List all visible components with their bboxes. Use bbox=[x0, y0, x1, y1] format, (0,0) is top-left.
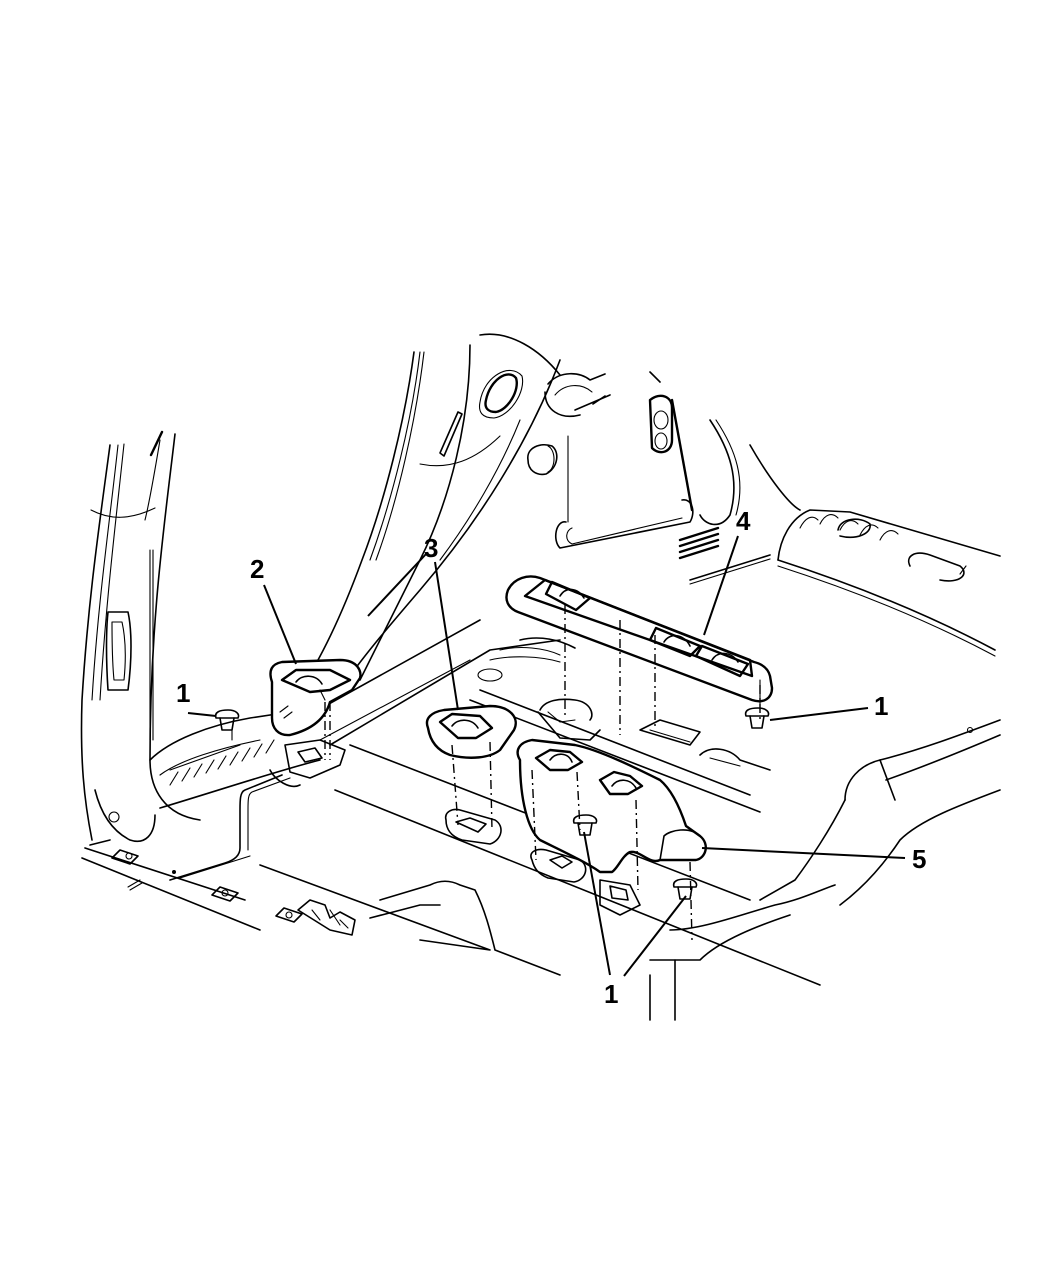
cargo-floor-right bbox=[749, 444, 1001, 657]
left-pillar bbox=[80, 430, 201, 842]
part-2-left-cover bbox=[269, 658, 362, 760]
clip-left bbox=[214, 709, 240, 741]
leader-5 bbox=[701, 847, 906, 859]
clip-right bbox=[744, 707, 770, 729]
leader-3 bbox=[434, 561, 459, 711]
left-floor-anchor bbox=[269, 739, 346, 788]
callout-5: 5 bbox=[912, 844, 926, 874]
rear-striker-area bbox=[537, 605, 771, 771]
part-3-center-cover bbox=[425, 704, 517, 845]
leader-lines bbox=[187, 535, 906, 977]
leader-1-lower-a bbox=[583, 831, 611, 976]
leader-2 bbox=[263, 584, 297, 665]
part-5-right-cover bbox=[516, 738, 707, 941]
center-pillar bbox=[299, 333, 561, 691]
callout-2: 2 bbox=[250, 554, 264, 584]
part-4-rear-bezel bbox=[505, 575, 774, 711]
leader-1-lower-b bbox=[623, 895, 687, 977]
leader-1-right bbox=[769, 707, 869, 721]
leader-4 bbox=[703, 535, 739, 636]
leader-3b bbox=[367, 552, 428, 617]
clip-lower-b bbox=[672, 878, 698, 900]
rear-wall bbox=[527, 371, 771, 585]
callout-1-lower: 1 bbox=[604, 979, 618, 1009]
body-structure bbox=[80, 333, 1001, 1021]
callout-1-left: 1 bbox=[176, 678, 190, 708]
callout-3: 3 bbox=[424, 533, 438, 563]
mid-floor bbox=[81, 711, 821, 986]
leader-1-left bbox=[187, 712, 217, 717]
callout-4: 4 bbox=[736, 506, 751, 536]
callout-labels: 1 2 3 4 1 5 1 bbox=[176, 506, 926, 1009]
part-1-clips bbox=[214, 707, 770, 900]
right-quarter-structure bbox=[649, 719, 1001, 1021]
callout-1-right: 1 bbox=[874, 691, 888, 721]
sill-ribs bbox=[169, 739, 275, 786]
